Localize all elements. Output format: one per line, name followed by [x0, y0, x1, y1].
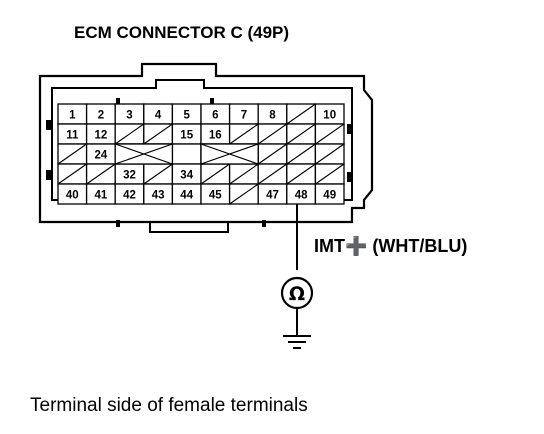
unused-cavity-cross — [200, 143, 259, 165]
unused-cavity-hatch — [315, 143, 345, 165]
terminal-number: 49 — [323, 190, 336, 202]
unused-cavity-hatch — [143, 123, 173, 145]
unused-cavity-hatch — [143, 163, 173, 185]
unused-cavity-hatch — [229, 163, 259, 185]
unused-cavity-hatch — [315, 123, 345, 145]
unused-cavity-hatch — [200, 163, 230, 185]
terminal-number: 16 — [209, 130, 222, 142]
unused-cavity-cross — [115, 143, 173, 165]
terminal-number: 5 — [183, 110, 190, 122]
caption: Terminal side of female terminals — [30, 395, 308, 416]
terminal-number: 15 — [180, 130, 193, 142]
unused-cavity-hatch — [229, 123, 259, 145]
ohm-symbol: Ω — [289, 283, 305, 305]
meter-probe-circuit: Ω — [280, 222, 314, 349]
terminal-number: 24 — [95, 150, 108, 162]
terminal-number: 6 — [212, 110, 218, 122]
terminal-number: 11 — [66, 130, 79, 142]
unused-cavity-hatch — [257, 143, 288, 165]
unused-cavity-hatch — [286, 103, 316, 125]
ground-icon — [283, 335, 311, 349]
unused-cavity-hatch — [57, 143, 87, 165]
unused-cavity-hatch — [114, 123, 145, 145]
unused-cavity-hatch — [257, 163, 288, 185]
terminal-cell — [171, 143, 202, 165]
diagram-title: ECM CONNECTOR C (49P) — [74, 23, 289, 42]
unused-cavity-hatch — [86, 163, 116, 185]
terminal-number: 32 — [123, 170, 136, 182]
terminal-number: 12 — [95, 130, 108, 142]
unused-cavity-hatch — [286, 163, 316, 185]
unused-cavity-hatch — [257, 123, 288, 145]
terminal-number: 44 — [180, 190, 193, 202]
terminal-number: 10 — [323, 110, 336, 122]
terminal-cell — [314, 183, 345, 205]
unused-cavity-hatch — [229, 183, 259, 205]
unused-cavity-hatch — [286, 123, 316, 145]
terminal-number: 3 — [126, 110, 132, 122]
terminal-number: 34 — [180, 170, 193, 182]
unused-cavity-hatch — [315, 163, 345, 185]
terminal-number: 7 — [241, 110, 247, 122]
wire-label: IMT➕ (WHT/BLU) — [314, 235, 467, 256]
terminal-number: 45 — [209, 190, 222, 202]
terminal-number: 43 — [152, 190, 165, 202]
terminal-number: 8 — [269, 110, 276, 122]
terminal-number: 2 — [98, 110, 104, 122]
terminal-number: 1 — [69, 110, 76, 122]
terminal-number: 40 — [66, 190, 79, 202]
unused-cavity-hatch — [286, 143, 316, 165]
terminal-number: 48 — [295, 190, 308, 202]
unused-cavity-hatch — [57, 163, 87, 185]
terminal-number: 42 — [123, 190, 136, 202]
terminal-number: 41 — [95, 190, 108, 202]
terminal-number: 47 — [266, 190, 279, 202]
terminal-number: 4 — [155, 110, 162, 122]
